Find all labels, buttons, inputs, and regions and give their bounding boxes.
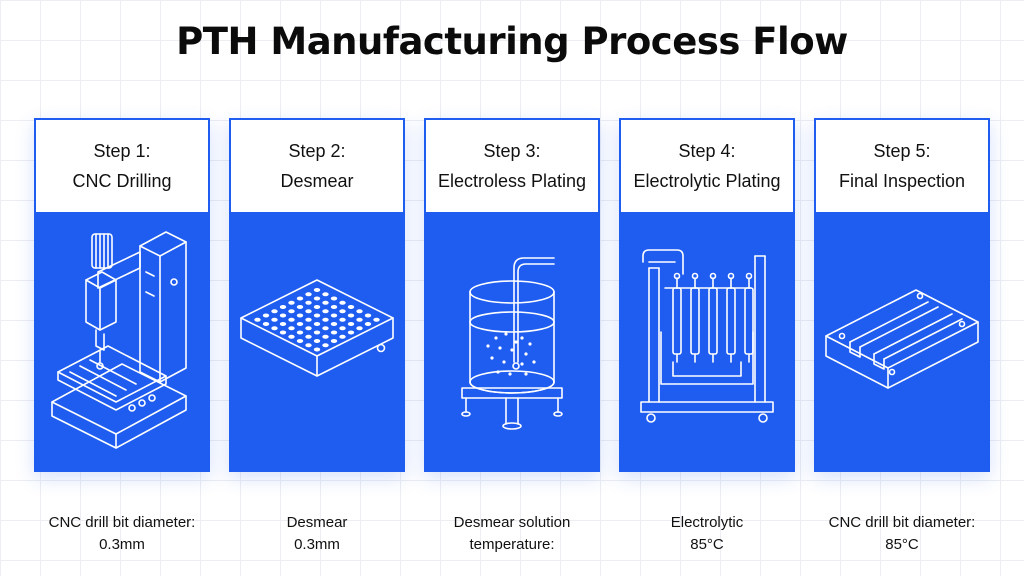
step-note-5-line1: CNC drill bit diameter:	[828, 514, 976, 531]
step-card-2: Step 2: Desmear	[229, 118, 405, 472]
step-note-1-line2: 0.3mm	[99, 536, 145, 553]
step-number-4: Step 4:	[678, 141, 736, 161]
step-header-2: Step 2: Desmear	[231, 120, 403, 212]
drilled-panel-icon	[240, 279, 394, 377]
step-note-1: CNC drill bit diameter: 0.3mm	[27, 512, 217, 556]
cnc-machine-icon	[51, 231, 187, 449]
step-note-5-line2: 85°C	[885, 536, 919, 553]
step-note-4: Electrolytic 85°C	[612, 512, 802, 556]
step-header-5: Step 5: Final Inspection	[816, 120, 988, 212]
step-name-1: CNC Drilling	[72, 171, 172, 191]
step-illustration-3	[426, 212, 598, 470]
step-card-3: Step 3: Electroless Plating	[424, 118, 600, 472]
chemical-tank-icon	[461, 257, 563, 430]
step-card-5: Step 5: Final Inspection	[814, 118, 990, 472]
step-header-1: Step 1: CNC Drilling	[36, 120, 208, 212]
step-note-2-line2: 0.3mm	[294, 536, 340, 553]
step-header-3: Step 3: Electroless Plating	[426, 120, 598, 212]
inspected-board-icon	[825, 289, 979, 389]
step-number-3: Step 3:	[483, 141, 541, 161]
step-name-4: Electrolytic Plating	[633, 171, 781, 191]
step-number-1: Step 1:	[93, 141, 151, 161]
step-illustration-5	[816, 212, 988, 470]
step-card-1: Step 1: CNC Drilling	[34, 118, 210, 472]
step-name-5: Final Inspection	[838, 171, 966, 191]
step-note-2-line1: Desmear	[286, 514, 348, 531]
plating-bath-icon	[640, 249, 774, 423]
step-note-3-line1: Desmear solution	[453, 514, 571, 531]
step-card-4: Step 4: Electrolytic Plating	[619, 118, 795, 472]
step-note-2: Desmear 0.3mm	[222, 512, 412, 556]
step-note-4-line1: Electrolytic	[670, 514, 744, 531]
step-illustration-4	[621, 212, 793, 470]
step-note-4-line2: 85°C	[690, 536, 724, 553]
step-name-2: Desmear	[280, 171, 354, 191]
page-title: PTH Manufacturing Process Flow	[176, 20, 848, 63]
step-note-3-line2: temperature:	[469, 536, 555, 553]
step-illustration-1	[36, 212, 208, 470]
step-note-3: Desmear solution temperature:	[417, 512, 607, 556]
step-note-5: CNC drill bit diameter: 85°C	[807, 512, 997, 556]
step-number-5: Step 5:	[873, 141, 931, 161]
step-illustration-2	[231, 212, 403, 470]
step-header-4: Step 4: Electrolytic Plating	[621, 120, 793, 212]
step-name-3: Electroless Plating	[437, 171, 587, 191]
step-number-2: Step 2:	[288, 141, 346, 161]
step-note-1-line1: CNC drill bit diameter:	[48, 514, 196, 531]
